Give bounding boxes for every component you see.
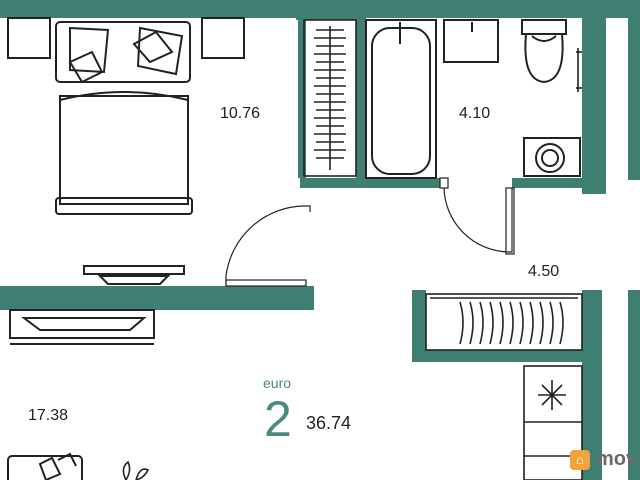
- wall-wardrobe-left: [298, 18, 306, 178]
- plant-icon: [122, 460, 150, 480]
- bathtub-icon: [365, 19, 437, 179]
- wall-living-top: [0, 286, 314, 310]
- watermark-brand: mov: [596, 448, 638, 470]
- wall-right-lower: [582, 290, 602, 480]
- wall-bath-right: [582, 18, 606, 194]
- wall-closet-left: [412, 290, 426, 362]
- wall-right-edge: [628, 290, 640, 480]
- area-hallway: 4.50: [528, 263, 560, 280]
- area-bedroom: 10.76: [220, 105, 261, 122]
- door-bedroom: [225, 205, 311, 284]
- toilet-icon: [521, 19, 567, 84]
- armchair-icon: [7, 452, 83, 480]
- washing-machine-icon: [523, 137, 581, 177]
- wall-closet-bottom: [412, 350, 582, 362]
- wardrobe-icon: [303, 19, 357, 177]
- wall-bath-bottom-right: [512, 178, 606, 188]
- doors: [225, 177, 515, 287]
- apartment-type-label: euro: [263, 375, 292, 391]
- nightstand-left: [7, 17, 51, 59]
- nightstand-right: [201, 17, 245, 59]
- watermark-logo: ⌂ mov: [570, 448, 637, 471]
- sink-icon: [443, 19, 499, 63]
- wall-right-stub: [628, 18, 640, 180]
- house-logo-icon: ⌂: [570, 449, 590, 470]
- wall-bath-bottom-left: [300, 178, 440, 188]
- wall-bath-left: [356, 18, 366, 188]
- total-area: 36.74: [306, 413, 352, 433]
- tv-stand-lower: [9, 309, 155, 345]
- door-bathroom: [443, 187, 513, 253]
- towel-rail-icon: [576, 48, 582, 92]
- bed-icon: [55, 21, 193, 215]
- closet-icon: [425, 293, 583, 351]
- wall-top-divider: [296, 0, 362, 20]
- area-living: 17.38: [28, 407, 69, 424]
- snowflake-icon: [538, 380, 566, 410]
- rooms-count: 2: [264, 391, 292, 447]
- tv-stand-upper: [83, 265, 185, 285]
- area-bathroom: 4.10: [459, 105, 491, 122]
